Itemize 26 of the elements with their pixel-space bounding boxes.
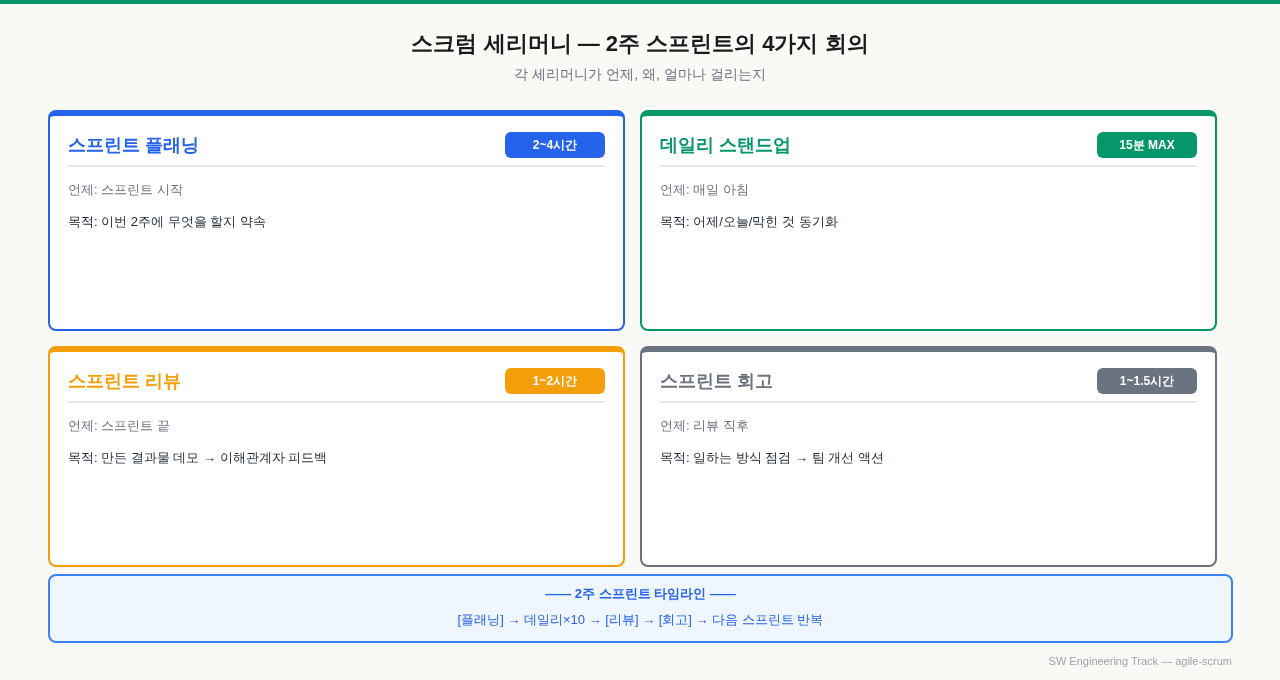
subtitle: 각 세리머니가 언제, 왜, 얼마나 걸리는지: [514, 65, 766, 84]
duration-badge: 15분 MAX: [1097, 132, 1197, 158]
card-title: 스프린트 플래닝: [68, 134, 199, 157]
timeline-heading: —— 2주 스프린트 타임라인 ——: [545, 585, 736, 603]
page-title: 스크럼 세리머니 — 2주 스프린트의 4가지 회의: [411, 30, 869, 58]
duration-badge: 1~2시간: [505, 368, 605, 394]
ceremony-card: [640, 110, 1217, 331]
when-text: 언제: 리뷰 직후: [660, 418, 749, 433]
ceremony-card: [48, 346, 625, 567]
card-title: 데일리 스탠드업: [660, 134, 791, 157]
when-text: 언제: 스프린트 시작: [68, 182, 183, 197]
ceremony-card: [48, 110, 625, 331]
when-text: 언제: 매일 아침: [660, 182, 749, 197]
purpose-text: 목적: 일하는 방식 점검 → 팀 개선 액션: [660, 450, 884, 465]
duration-badge: 2~4시간: [505, 132, 605, 158]
card-title: 스프린트 리뷰: [68, 370, 181, 393]
ceremony-card: [640, 346, 1217, 567]
when-text: 언제: 스프린트 끝: [68, 418, 170, 433]
card-title: 스프린트 회고: [660, 370, 773, 393]
purpose-text: 목적: 이번 2주에 무엇을 할지 약속: [68, 214, 266, 229]
footer-note: SW Engineering Track — agile-scrum: [1048, 654, 1232, 669]
timeline-panel: [48, 574, 1233, 643]
timeline-sequence: [플래닝] → 데일리×10 → [리뷰] → [회고] → 다음 스프린트 반복: [457, 611, 824, 629]
purpose-text: 목적: 만든 결과물 데모 → 이해관계자 피드백: [68, 450, 328, 465]
purpose-text: 목적: 어제/오늘/막힌 것 동기화: [660, 214, 838, 229]
duration-badge: 1~1.5시간: [1097, 368, 1197, 394]
